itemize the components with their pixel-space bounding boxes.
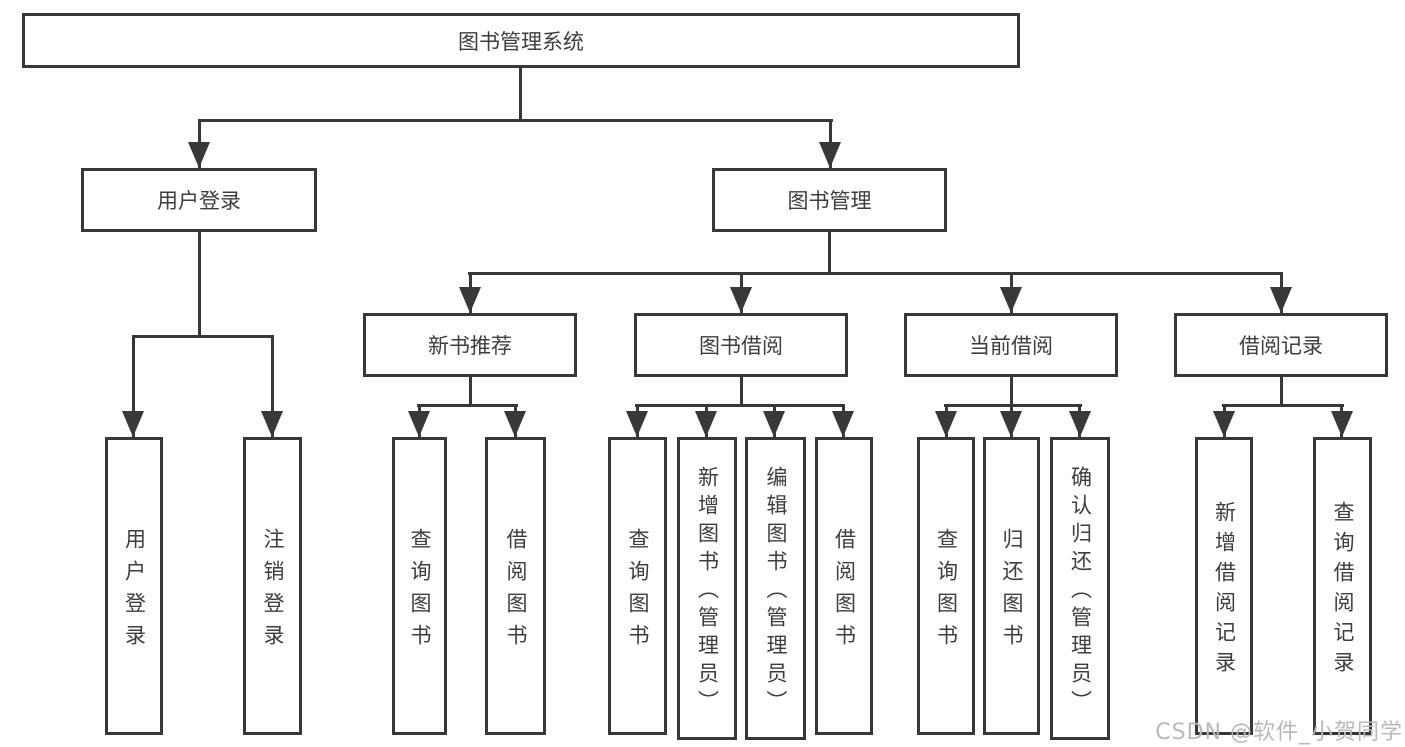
connector-line [828, 232, 831, 275]
node-label: 新书推荐 [428, 334, 512, 358]
node-label: 新增图书（管理员） [695, 466, 720, 718]
leaf-nb-borrow-books: 借阅图书 [485, 437, 546, 735]
node-book-management: 图书管理 [712, 168, 947, 232]
arrow-down-icon [504, 411, 526, 437]
arrow-down-icon [695, 411, 717, 437]
connector-line [468, 272, 1283, 275]
leaf-nb-query-books: 查询图书 [392, 437, 447, 735]
node-label: 确认归还（管理员） [1068, 466, 1093, 718]
node-book-borrowing: 图书借阅 [634, 313, 848, 377]
arrow-down-icon [626, 411, 648, 437]
arrow-down-icon [122, 411, 144, 437]
node-label: 当前借阅 [969, 334, 1053, 358]
connector-line [944, 404, 1082, 407]
leaf-br-query-record: 查询借阅记录 [1313, 437, 1372, 735]
node-borrowing-records: 借阅记录 [1174, 313, 1388, 377]
arrow-down-icon [1000, 287, 1022, 313]
connector-line [198, 119, 833, 122]
connector-line [198, 232, 201, 338]
leaf-cb-return-books: 归还图书 [983, 437, 1040, 735]
node-label: 借阅图书 [832, 527, 857, 656]
node-label: 用户登录 [122, 527, 147, 656]
leaf-bb-add-books-admin: 新增图书（管理员） [677, 437, 737, 740]
node-label: 注销登录 [261, 527, 285, 656]
watermark-text: CSDN @软件_小贺同学 [1155, 720, 1403, 745]
arrow-down-icon [1000, 411, 1022, 437]
leaf-bb-edit-books-admin: 编辑图书（管理员） [745, 437, 806, 740]
connector-line [132, 335, 274, 338]
node-label: 图书借阅 [699, 334, 783, 358]
leaf-br-add-record: 新增借阅记录 [1195, 437, 1253, 735]
connector-line [1010, 377, 1013, 407]
connector-line [417, 404, 518, 407]
arrow-down-icon [1213, 411, 1235, 437]
connector-line [519, 66, 522, 122]
leaf-user-login: 用户登录 [105, 437, 163, 735]
node-label: 借阅图书 [504, 527, 528, 656]
arrow-down-icon [730, 287, 752, 313]
connector-line [132, 335, 135, 437]
arrow-down-icon [1270, 287, 1292, 313]
node-label: 新增借阅记录 [1212, 500, 1237, 681]
arrow-down-icon [819, 142, 841, 168]
node-label: 编辑图书（管理员） [764, 466, 788, 718]
connector-line [271, 335, 274, 437]
leaf-cb-confirm-return-admin: 确认归还（管理员） [1050, 437, 1110, 740]
node-label: 图书管理系统 [458, 29, 584, 54]
node-label: 查询图书 [408, 527, 432, 656]
arrow-down-icon [1331, 411, 1353, 437]
arrow-down-icon [459, 287, 481, 313]
node-label: 查询图书 [626, 527, 650, 656]
leaf-cb-query-books: 查询图书 [917, 437, 975, 735]
arrow-down-icon [935, 411, 957, 437]
leaf-logout: 注销登录 [243, 437, 302, 735]
connector-line [469, 377, 472, 407]
node-label: 图书管理 [787, 189, 872, 213]
node-new-book-recommend: 新书推荐 [363, 313, 577, 377]
arrow-down-icon [188, 142, 210, 168]
node-user-login: 用户登录 [81, 168, 317, 232]
arrow-down-icon [763, 411, 785, 437]
arrow-down-icon [408, 411, 430, 437]
node-current-borrowing: 当前借阅 [904, 313, 1118, 377]
node-root: 图书管理系统 [22, 13, 1020, 68]
node-label: 归还图书 [1000, 527, 1024, 656]
leaf-bb-borrow-books: 借阅图书 [815, 437, 873, 735]
connector-line [1222, 404, 1344, 407]
node-label: 用户登录 [157, 189, 241, 213]
node-label: 借阅记录 [1239, 334, 1323, 358]
node-label: 查询图书 [934, 527, 959, 656]
connector-line [1280, 377, 1283, 407]
arrow-down-icon [261, 411, 283, 437]
connector-line [740, 377, 743, 407]
arrow-down-icon [832, 411, 854, 437]
arrow-down-icon [1069, 411, 1091, 437]
node-label: 查询借阅记录 [1331, 500, 1355, 681]
connector-line [635, 404, 845, 407]
leaf-bb-query-books: 查询图书 [608, 437, 667, 735]
